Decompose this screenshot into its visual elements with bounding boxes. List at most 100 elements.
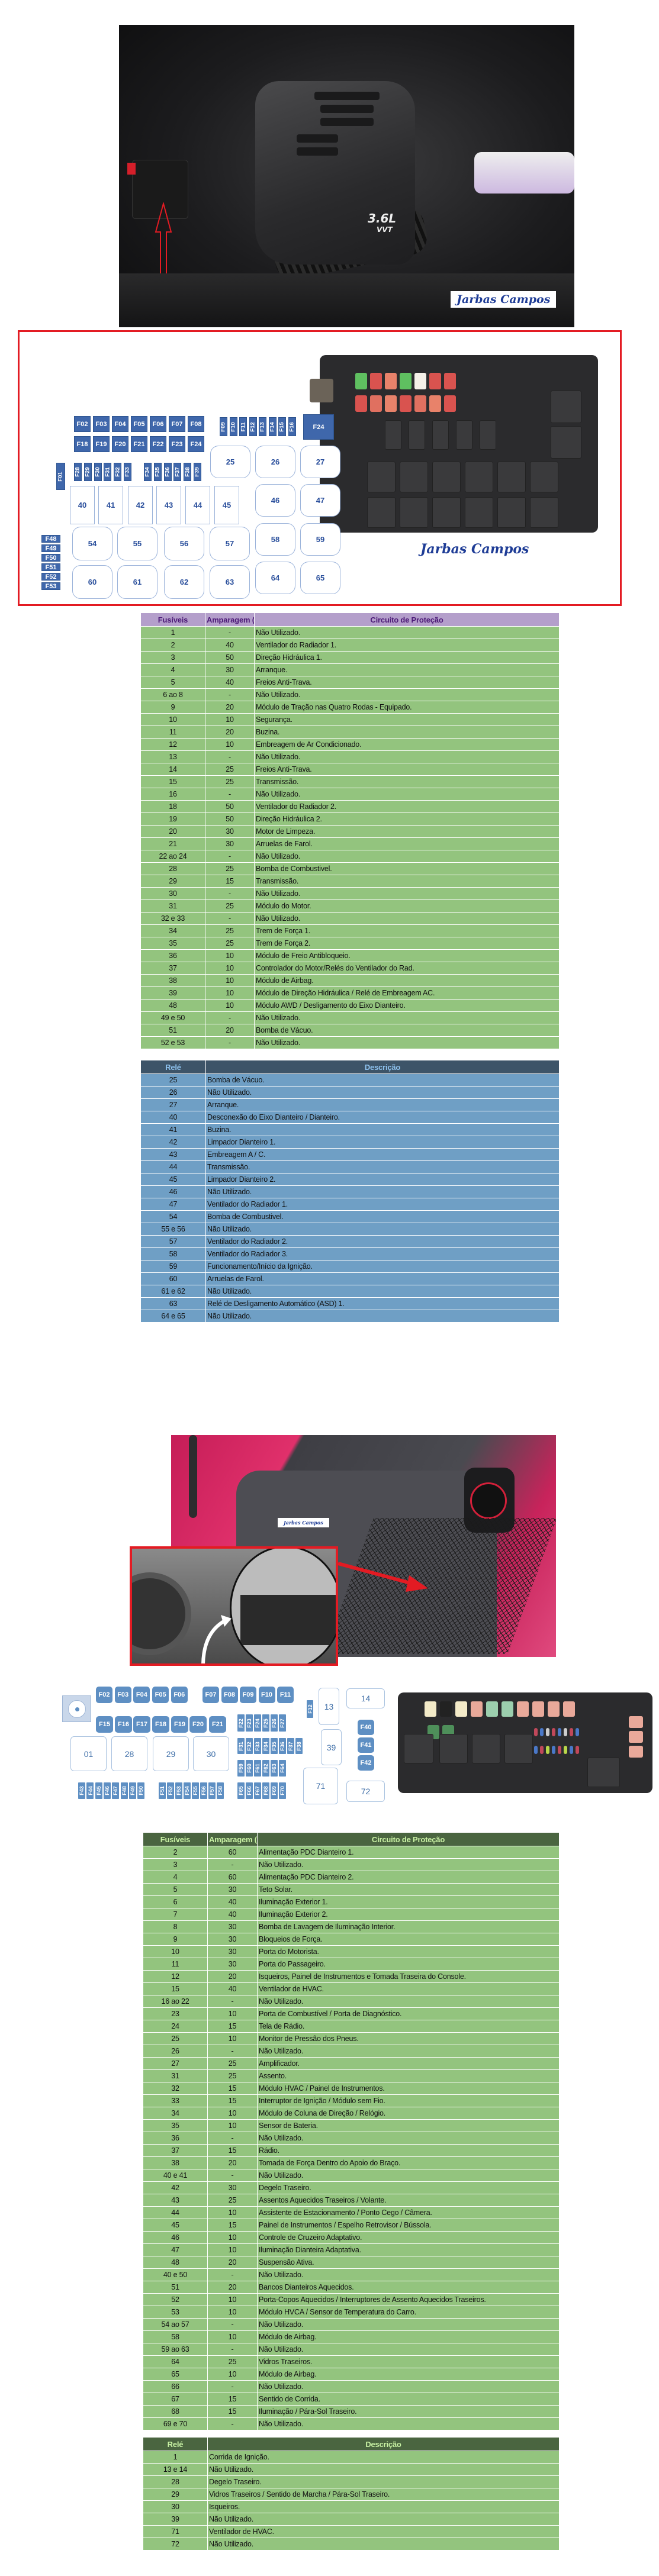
cell-description: Iluminação / Pára-Sol Traseiro. bbox=[257, 2405, 560, 2418]
relay-label: 44 bbox=[193, 501, 202, 510]
relay: 46 bbox=[255, 484, 295, 517]
cell-id: 10 bbox=[143, 1945, 208, 1958]
cell-amperage: 20 bbox=[207, 2156, 258, 2169]
fuse-label: F16 bbox=[288, 421, 295, 432]
table-row: 52 e 53-Não Utilizado. bbox=[140, 1036, 560, 1049]
fuse-photo bbox=[444, 373, 456, 389]
cell-id: 23 bbox=[143, 2007, 208, 2020]
cell-description: Degelo Traseiro. bbox=[257, 2181, 560, 2194]
fuse-label: F68 bbox=[263, 1786, 269, 1795]
cell-description: Ventilador do Radiador 2. bbox=[254, 800, 560, 813]
fuse: F08 bbox=[188, 416, 204, 432]
fuse: F01 bbox=[56, 463, 65, 490]
relay-photo bbox=[504, 1734, 533, 1763]
fuse-label: F54 bbox=[184, 1786, 191, 1795]
cell-description: Não Utilizado. bbox=[257, 1858, 560, 1871]
cell-description: Motor de Limpeza. bbox=[254, 825, 560, 838]
fuse-box-cover bbox=[132, 160, 188, 219]
cell-amperage: - bbox=[207, 2045, 258, 2058]
relay: 62 bbox=[164, 565, 204, 599]
cell-id: 52 bbox=[143, 2293, 208, 2306]
cell-description: Ventilador do Radiador 1. bbox=[205, 1198, 560, 1211]
cell-description: Isqueiros, Painel de Instrumentos e Toma… bbox=[257, 1970, 560, 1983]
cell-description: Bomba de Combustivel. bbox=[205, 1210, 560, 1223]
fuse: F04 bbox=[112, 416, 128, 432]
relay: 41 bbox=[98, 486, 123, 524]
fuse-large: F24 bbox=[303, 414, 334, 440]
fuse-photo bbox=[444, 395, 456, 412]
pointer-arrow-icon bbox=[338, 1562, 428, 1592]
relay: 64 bbox=[255, 562, 295, 594]
fuse: F57 bbox=[208, 1782, 216, 1799]
fuse-photo bbox=[548, 1701, 560, 1717]
fuse: F37 bbox=[173, 463, 182, 481]
engine-fuse-diagram-frame bbox=[18, 330, 622, 606]
cell-description: Porta do Motorista. bbox=[257, 1945, 560, 1958]
fuse: F06 bbox=[150, 416, 166, 432]
cell-id: 5 bbox=[140, 676, 205, 689]
cell-amperage: 50 bbox=[205, 800, 255, 813]
cell-amperage: - bbox=[207, 2268, 258, 2281]
cell-description: Módulo de Tração nas Quatro Rodas - Equi… bbox=[254, 701, 560, 714]
cell-amperage: 50 bbox=[205, 651, 255, 664]
relay: 25 bbox=[210, 446, 250, 478]
fuse-label: F53 bbox=[176, 1786, 182, 1795]
cell-id: 57 bbox=[140, 1235, 206, 1248]
fuse-photo bbox=[370, 373, 382, 389]
fuse: F11 bbox=[277, 1687, 294, 1703]
relay-photo bbox=[367, 497, 396, 528]
cell-description: Monitor de Pressão dos Pneus. bbox=[257, 2032, 560, 2045]
fuse-label: F10 bbox=[230, 421, 237, 432]
cell-description: Não Utilizado. bbox=[254, 788, 560, 801]
fuse: F53 bbox=[175, 1782, 182, 1799]
table-row: 32 e 33-Não Utilizado. bbox=[140, 912, 560, 925]
engine-fuse-table: Fusíveis Amparagem (A) Circuito de Prote… bbox=[140, 612, 560, 1049]
fuse: F36 bbox=[163, 463, 172, 481]
cell-amperage: 40 bbox=[205, 639, 255, 652]
relay: 26 bbox=[255, 446, 295, 478]
fuse-photo bbox=[552, 1728, 555, 1736]
cover-slot bbox=[314, 92, 380, 100]
relay-photo bbox=[367, 462, 396, 492]
cell-amperage: - bbox=[207, 2169, 258, 2182]
cell-id: 1 bbox=[143, 2451, 208, 2464]
cell-description: Corrida de Ignição. bbox=[207, 2451, 560, 2464]
fuse: F69 bbox=[271, 1782, 278, 1799]
cell-amperage: 20 bbox=[205, 726, 255, 739]
col-header-circuit: Circuito de Proteção bbox=[254, 612, 560, 627]
table-row: 16-Não Utilizado. bbox=[140, 788, 560, 801]
cell-description: Não Utilizado. bbox=[257, 2380, 560, 2393]
relay-label: 13 bbox=[324, 1701, 334, 1711]
cell-description: Não Utilizado. bbox=[254, 850, 560, 863]
fuse: F27 bbox=[279, 1714, 286, 1732]
cell-amperage: - bbox=[205, 688, 255, 701]
relay: 59 bbox=[300, 523, 340, 556]
cell-id: 27 bbox=[140, 1098, 206, 1111]
cell-amperage: 40 bbox=[205, 676, 255, 689]
fuse: F05 bbox=[152, 1687, 169, 1703]
relay: 63 bbox=[210, 565, 250, 599]
cell-description: Módulo HVCA / Sensor de Temperatura do C… bbox=[257, 2306, 560, 2319]
fuse: F22 bbox=[237, 1714, 245, 1732]
cell-id: 3 bbox=[140, 651, 205, 664]
cell-amperage: 20 bbox=[207, 2281, 258, 2294]
cell-id: 64 e 65 bbox=[140, 1310, 206, 1323]
cell-id: 3 bbox=[143, 1858, 208, 1871]
fuse-label: F08 bbox=[224, 1691, 235, 1698]
fuse-photo bbox=[425, 1701, 436, 1717]
